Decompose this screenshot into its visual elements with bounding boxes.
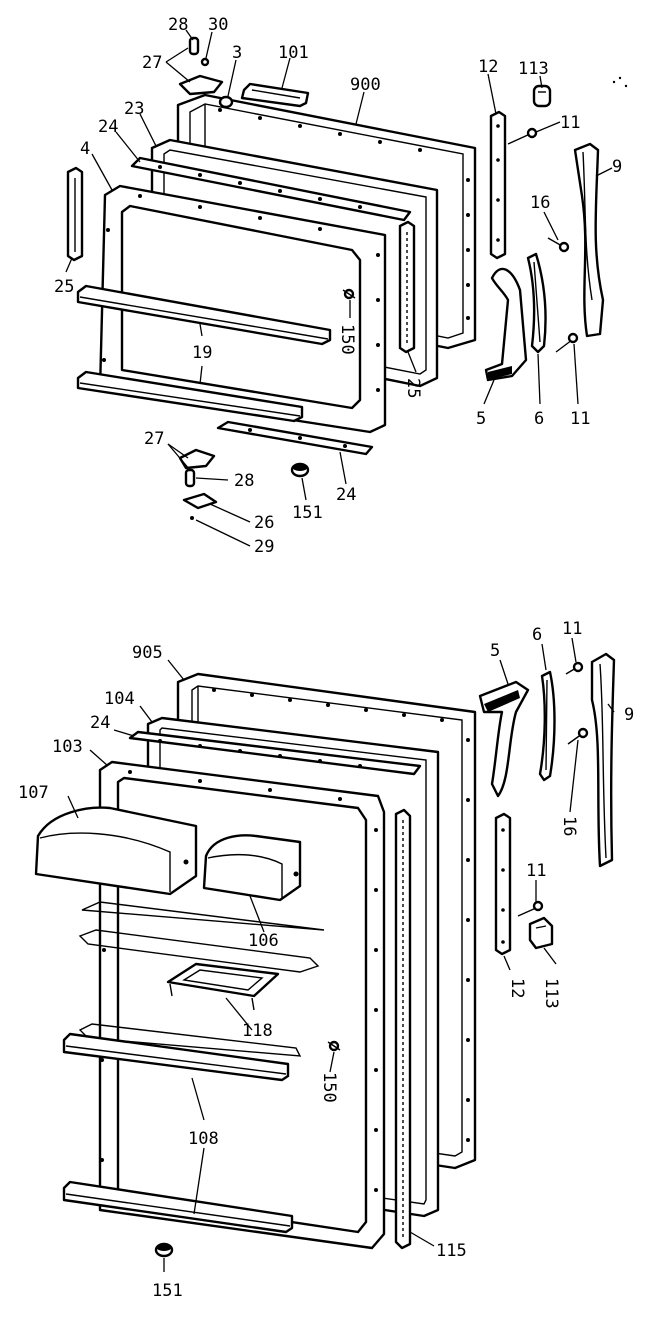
dairy-door-107 (34, 806, 198, 896)
cap-151-top (290, 462, 310, 478)
screw-11-b (555, 332, 579, 353)
butter-door-106 (202, 834, 302, 902)
breaker-strip-24-bottom (216, 420, 374, 456)
label-5-top: 5 (476, 409, 486, 429)
hinge-bar-12-bottom (494, 812, 512, 956)
label-11-b: 11 (570, 409, 590, 429)
strip-25-left (66, 166, 84, 262)
door-handle-9-bottom (590, 652, 616, 868)
fresh-food-door-assembly: 905 104 24 103 107 106 118 150 108 151 1… (18, 619, 634, 1301)
label-11-c: 11 (562, 619, 582, 639)
label-25-right: 25 (403, 378, 423, 398)
label-103: 103 (52, 737, 83, 757)
hinge-top-parts (178, 36, 224, 96)
hinge-bar-12-top (489, 110, 507, 260)
label-27-top: 27 (142, 53, 162, 73)
label-29: 29 (254, 537, 274, 557)
label-6-top: 6 (534, 409, 544, 429)
label-5-bottom: 5 (490, 641, 500, 661)
label-12-top: 12 (478, 57, 498, 77)
label-16-bottom: 16 (559, 816, 579, 836)
label-108: 108 (188, 1129, 219, 1149)
egg-tray-118 (166, 962, 280, 1011)
label-24-b: 24 (336, 485, 356, 505)
label-27-bottom: 27 (144, 429, 164, 449)
label-151-bottom: 151 (152, 1281, 183, 1301)
label-113-top: 113 (518, 59, 549, 79)
label-107: 107 (18, 783, 49, 803)
label-106: 106 (248, 931, 279, 951)
label-23: 23 (124, 99, 144, 119)
label-905: 905 (132, 643, 163, 663)
label-25-left: 25 (54, 277, 74, 297)
bracket-6-bottom (538, 670, 556, 782)
label-104: 104 (104, 689, 135, 709)
hinge-5-top (484, 267, 528, 382)
label-24-c: 24 (90, 713, 110, 733)
stud-150-bottom (327, 1040, 341, 1052)
label-30: 30 (208, 15, 228, 35)
panel-900-holes (218, 108, 470, 320)
screw-11-d (517, 900, 544, 917)
label-11-d: 11 (526, 861, 546, 881)
shelf-bar-19-lower (76, 370, 304, 423)
cap-151-bottom (154, 1242, 174, 1258)
plug-3 (218, 95, 234, 109)
label-16-top: 16 (530, 193, 550, 213)
label-113-bottom: 113 (541, 978, 561, 1009)
label-6-bottom: 6 (532, 625, 542, 645)
shelf-bar-108-lower (62, 1180, 294, 1234)
strip-115 (394, 808, 412, 1250)
label-28-bottom: 28 (234, 471, 254, 491)
screw-16-bottom (567, 727, 589, 745)
label-26: 26 (254, 513, 274, 533)
label-150-bottom: 150 (319, 1072, 339, 1103)
shelf-bar-19-upper (76, 284, 332, 346)
label-9-bottom: 9 (624, 705, 634, 725)
door-liner-4 (98, 184, 387, 434)
screw-16-top (547, 237, 570, 253)
screw-11-a (507, 127, 538, 145)
label-115: 115 (436, 1241, 467, 1261)
cap-113-top (532, 84, 552, 108)
leader-lines-lower (67, 637, 615, 1272)
stray-marks (612, 76, 628, 88)
shelf-bar-108-upper (62, 1032, 290, 1082)
freezer-door-assembly: 28 30 27 3 101 900 23 24 4 25 19 150 25 … (54, 15, 628, 557)
label-19: 19 (192, 343, 212, 363)
handle-cap-101 (240, 82, 310, 108)
label-3: 3 (232, 43, 242, 63)
panel-905-holes (212, 688, 470, 1142)
label-9-top: 9 (612, 157, 622, 177)
label-11-a: 11 (560, 113, 580, 133)
label-24-a: 24 (98, 117, 118, 137)
leader-lines-upper (65, 29, 613, 547)
stud-150-top (342, 288, 356, 300)
label-900: 900 (350, 75, 381, 95)
bracket-6-top (526, 252, 547, 354)
label-101: 101 (278, 43, 309, 63)
screw-11-c (565, 661, 584, 675)
label-12-bottom: 12 (507, 978, 527, 998)
door-handle-9-top (573, 142, 605, 338)
breaker-strip-24-lower (128, 730, 422, 776)
hinge-5-bottom (478, 680, 530, 798)
label-118: 118 (242, 1021, 273, 1041)
hinge-bottom-parts (178, 448, 218, 520)
label-150-top: 150 (337, 324, 357, 355)
cap-113-bottom (528, 916, 554, 950)
label-151-top: 151 (292, 503, 323, 523)
strip-25-right (398, 220, 416, 354)
breaker-strip-24-top (130, 156, 412, 222)
label-28-top: 28 (168, 15, 188, 35)
label-4: 4 (80, 139, 90, 159)
